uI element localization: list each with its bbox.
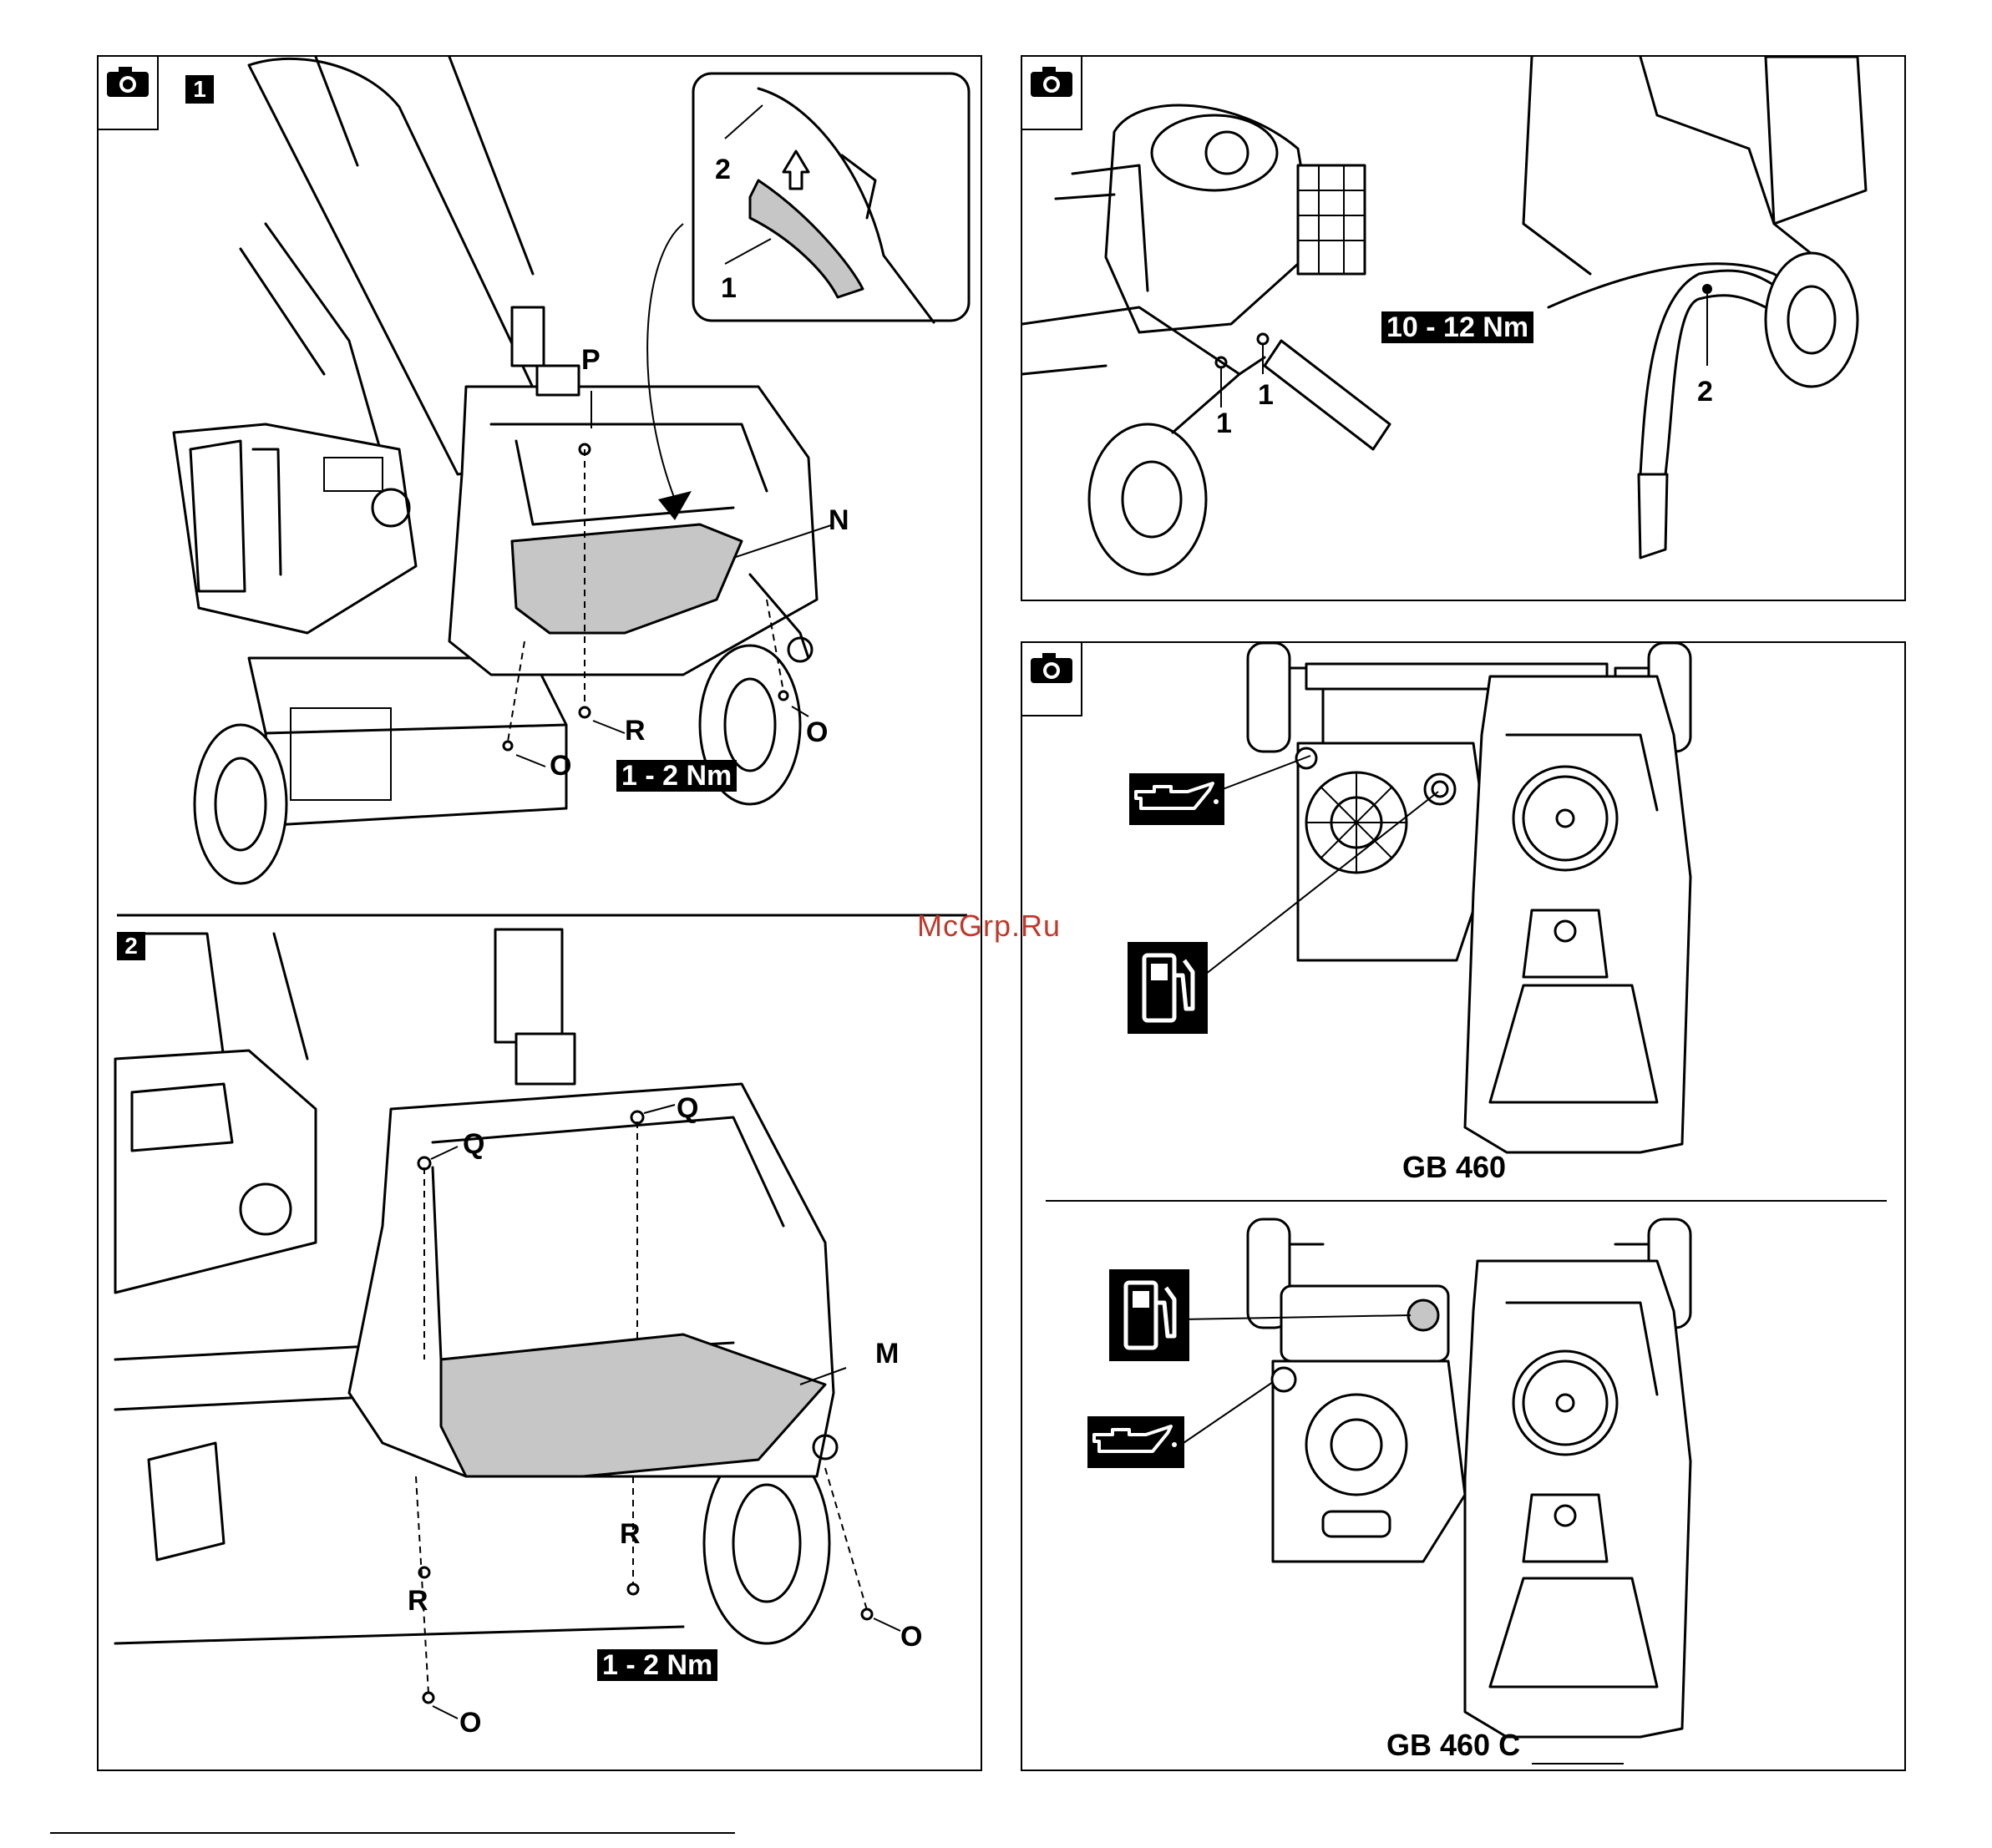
torque-badge-handle: 10 - 12 Nm: [1381, 311, 1533, 343]
torque-badge-step2: 1 - 2 Nm: [597, 1649, 717, 1681]
oil-can-icon: [1087, 1416, 1184, 1468]
inset-label-1: 1: [721, 274, 737, 302]
fuel-pump-icon: [1128, 942, 1208, 1034]
inset-label-2: 2: [715, 155, 731, 184]
label-Q-left: Q: [463, 1130, 484, 1158]
panel-handle-mount: 10 - 12 Nm 1 1 2: [1021, 55, 1906, 601]
model-label-gb460c: GB 460 C: [1386, 1730, 1520, 1760]
step-2-illustration: [99, 57, 982, 1771]
label-R-left: R: [408, 1587, 428, 1615]
label-R-right: R: [620, 1520, 641, 1548]
label-O-right-step2: O: [900, 1623, 922, 1651]
label-P: P: [581, 346, 601, 374]
torque-badge-step1: 1 - 2 Nm: [616, 760, 737, 792]
watermark: McGrp.Ru: [917, 909, 1061, 944]
label-handle-2: 2: [1697, 377, 1713, 406]
oil-can-icon: [1129, 773, 1224, 825]
step-1-badge: 1: [185, 75, 214, 104]
label-bolt-1b: 1: [1258, 381, 1274, 409]
model-label-gb460: GB 460: [1402, 1152, 1506, 1182]
footer-rule: [50, 1832, 735, 1834]
label-O-left: O: [550, 752, 571, 780]
camera-icon: [1022, 57, 1082, 130]
camera-icon: [1022, 643, 1082, 716]
label-Q-right: Q: [677, 1094, 698, 1122]
label-bolt-1a: 1: [1216, 409, 1232, 438]
label-O-bottom: O: [459, 1709, 481, 1737]
label-R: R: [625, 716, 646, 745]
fuel-pump-icon: [1109, 1269, 1189, 1361]
label-M: M: [875, 1339, 899, 1368]
panel-fuel-oil: GB 460 GB 460 C: [1021, 641, 1906, 1771]
step-2-badge: 2: [117, 932, 145, 960]
camera-icon: [99, 57, 159, 130]
panel-steps-1-2: 1: [97, 55, 982, 1771]
label-N: N: [829, 506, 849, 534]
label-O-right: O: [806, 718, 828, 747]
